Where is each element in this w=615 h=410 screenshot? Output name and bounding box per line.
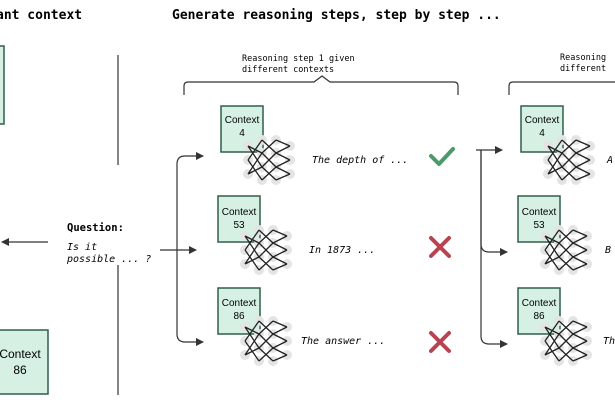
reasoning-text: The depth of ... <box>312 155 408 166</box>
branch-step2-middle <box>480 150 508 256</box>
brace-step1-label-line2: different contexts <box>242 65 334 75</box>
step2-row-2: Context 53 B <box>517 195 611 276</box>
context-box <box>520 105 564 153</box>
question-text-line1: Is it <box>67 242 97 253</box>
step2-row-3: Context 86 Th <box>517 287 615 367</box>
context-number: 86 <box>533 311 545 322</box>
step2-row-1: Context 4 A <box>520 105 613 186</box>
context-title: Context <box>222 207 257 218</box>
neural-network-icon <box>239 315 293 367</box>
neural-network-icon <box>239 224 293 276</box>
left-context-box <box>0 329 49 395</box>
context-number: 4 <box>539 128 545 139</box>
branch-step2-bottom <box>480 150 508 348</box>
branch-step1-top <box>176 152 204 250</box>
context-box <box>220 105 264 153</box>
reasoning-text: Th <box>603 336 615 347</box>
context-title: Context <box>522 298 557 309</box>
context-box <box>517 287 561 335</box>
neural-network-icon <box>539 315 593 367</box>
brace-step2 <box>508 81 615 95</box>
context-title: Context <box>525 115 560 126</box>
context-title: Context <box>225 115 260 126</box>
step1-row-3: Context 86 The answer ... <box>217 287 451 367</box>
reasoning-text: In 1873 ... <box>309 245 375 256</box>
question-text-line2: possible ... ? <box>66 254 151 265</box>
cross-icon <box>429 236 451 258</box>
step1-row-2: Context 53 In 1873 ... <box>217 195 451 276</box>
brace-step1 <box>183 75 459 95</box>
brace-step2-label-line1: Reasoning <box>560 53 606 63</box>
neural-network-icon <box>539 224 593 276</box>
main-title: Generate reasoning steps, step by step .… <box>172 8 501 23</box>
question-label: Question: <box>67 222 124 234</box>
context-title: Context <box>222 298 257 309</box>
context-title: Context <box>522 207 557 218</box>
neural-network-icon <box>242 134 296 186</box>
context-box <box>517 195 561 243</box>
branch-step1-bottom <box>176 250 204 346</box>
left-title: ant context <box>0 8 82 23</box>
left-context-title: Context <box>0 347 41 361</box>
reasoning-text: The answer ... <box>301 336 385 347</box>
neural-network-icon <box>542 134 596 186</box>
reasoning-text: B <box>605 245 611 256</box>
context-number: 53 <box>233 220 245 231</box>
brace-step2-label-line2: different <box>560 64 606 74</box>
brace-step1-label-line1: Reasoning step 1 given <box>242 54 355 64</box>
cross-icon <box>429 331 451 353</box>
context-number: 53 <box>533 220 545 231</box>
reasoning-text: A <box>606 155 613 166</box>
context-number: 86 <box>233 311 245 322</box>
context-box <box>217 195 261 243</box>
context-number: 4 <box>239 128 245 139</box>
step1-row-1: Context 4 The depth of ... <box>220 105 455 186</box>
check-icon <box>429 147 455 166</box>
left-context-top-partial <box>0 45 5 125</box>
context-box <box>217 287 261 335</box>
left-context-number: 86 <box>13 363 27 377</box>
